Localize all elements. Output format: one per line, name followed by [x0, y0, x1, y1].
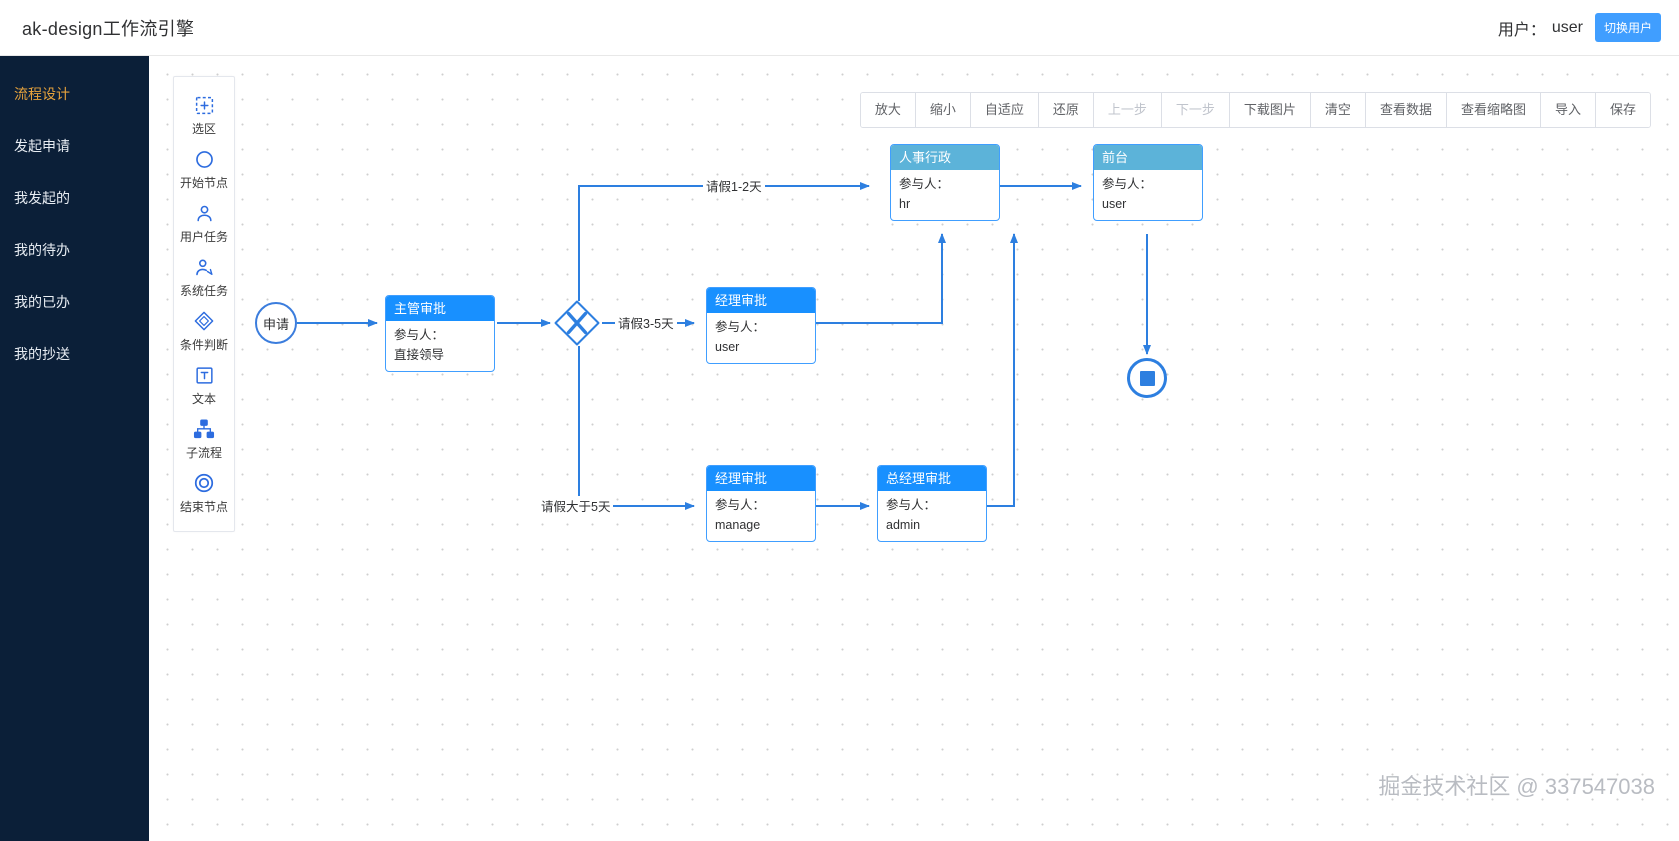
- zoom-out-button[interactable]: 缩小: [914, 93, 970, 127]
- participant-key: 参与人：: [715, 498, 766, 512]
- palette-label: 文本: [191, 392, 216, 406]
- sidebar: 流程设计 发起申请 我发起的 我的待办 我的已办 我的抄送: [0, 56, 149, 841]
- participant-value: admin: [886, 518, 921, 532]
- node-title: 主管审批: [386, 296, 494, 321]
- sidebar-item-process-design[interactable]: 流程设计: [14, 86, 70, 102]
- sidebar-item-start-application[interactable]: 发起申请: [14, 138, 70, 154]
- node-reception[interactable]: 前台 参与人： user: [1093, 144, 1203, 221]
- participant-key: 参与人：: [1102, 177, 1153, 191]
- end-node-square: [1139, 370, 1155, 386]
- end-node[interactable]: [1127, 358, 1167, 398]
- canvas-toolbar: 放大 缩小 自适应 还原 上一步 下一步 下载图片 清空 查看数据 查看缩略图 …: [859, 92, 1651, 128]
- participant-value: hr: [899, 197, 911, 211]
- watermark: 掘金技术社区 @ 337547038: [1378, 774, 1655, 799]
- node-manager-approval-user[interactable]: 经理审批 参与人： user: [706, 287, 816, 364]
- palette-item-selection[interactable]: 选区: [174, 87, 234, 141]
- palette-item-user-task[interactable]: 用户任务: [174, 195, 234, 249]
- participant-key: 参与人：: [394, 328, 445, 342]
- selection-icon: [192, 93, 216, 117]
- palette-label: 结束节点: [179, 500, 228, 514]
- import-button[interactable]: 导入: [1539, 93, 1595, 127]
- user-name: user: [1551, 18, 1583, 36]
- node-body: 参与人： hr: [891, 170, 999, 220]
- save-button[interactable]: 保存: [1594, 93, 1650, 127]
- clear-button[interactable]: 清空: [1309, 93, 1365, 127]
- view-data-button[interactable]: 查看数据: [1364, 93, 1446, 127]
- palette-item-system-task[interactable]: 系统任务: [174, 249, 234, 303]
- zoom-in-button[interactable]: 放大: [860, 93, 915, 127]
- node-gm-approval[interactable]: 总经理审批 参与人： admin: [877, 465, 987, 542]
- subprocess-icon: [192, 417, 216, 441]
- node-manager-approval-manage[interactable]: 经理审批 参与人： manage: [706, 465, 816, 542]
- node-title: 前台: [1094, 145, 1202, 170]
- palette-label: 用户任务: [179, 230, 228, 244]
- node-body: 参与人： user: [707, 313, 815, 363]
- node-title: 总经理审批: [878, 466, 986, 491]
- switch-user-button[interactable]: 切换用户: [1594, 13, 1661, 42]
- node-title: 经理审批: [707, 466, 815, 491]
- node-palette: 选区 开始节点 用户任务: [173, 76, 235, 532]
- node-hr-admin[interactable]: 人事行政 参与人： hr: [890, 144, 1000, 221]
- node-title: 人事行政: [891, 145, 999, 170]
- palette-item-gateway[interactable]: 条件判断: [174, 303, 234, 357]
- participant-value: user: [715, 340, 740, 354]
- exclusive-gateway[interactable]: [554, 300, 600, 346]
- palette-item-end-node[interactable]: 结束节点: [174, 465, 234, 519]
- download-image-button[interactable]: 下载图片: [1228, 93, 1310, 127]
- user-task-icon: [192, 201, 216, 225]
- undo-button[interactable]: 上一步: [1092, 93, 1161, 127]
- edge-gateway-to-hr: [578, 182, 870, 301]
- node-body: 参与人： 直接领导: [386, 321, 494, 371]
- node-body: 参与人： manage: [707, 491, 815, 541]
- user-box: 用户： user 切换用户: [1498, 13, 1661, 42]
- edge-gm-to-hr: [987, 233, 1018, 507]
- sidebar-item-my-todo[interactable]: 我的待办: [14, 242, 70, 258]
- user-label: 用户：: [1497, 21, 1546, 39]
- palette-item-subprocess[interactable]: 子流程: [174, 411, 234, 465]
- app-header: ak-design工作流引擎 用户： user 切换用户: [0, 0, 1679, 56]
- edge-manager1-to-hr: [816, 233, 946, 324]
- participant-value: manage: [715, 518, 761, 532]
- edge-label-leave-3-5-days[interactable]: 请假3-5天: [615, 313, 677, 332]
- view-thumbnail-button[interactable]: 查看缩略图: [1445, 93, 1540, 127]
- palette-item-start-node[interactable]: 开始节点: [174, 141, 234, 195]
- palette-label: 子流程: [185, 446, 222, 460]
- app-title: ak-design工作流引擎: [22, 18, 195, 39]
- palette-item-text[interactable]: 文本: [174, 357, 234, 411]
- participant-key: 参与人：: [886, 498, 937, 512]
- text-icon: [192, 363, 216, 387]
- palette-label: 选区: [191, 122, 216, 136]
- fit-view-button[interactable]: 自适应: [969, 93, 1038, 127]
- flow-canvas[interactable]: 选区 开始节点 用户任务: [149, 56, 1679, 841]
- start-node[interactable]: 申请: [255, 302, 297, 344]
- edge-gateway-to-manager2: [578, 346, 695, 510]
- palette-label: 条件判断: [179, 338, 228, 352]
- participant-key: 参与人：: [715, 320, 766, 334]
- sidebar-item-my-initiated[interactable]: 我发起的: [14, 190, 70, 206]
- edge-label-leave-over-5-days[interactable]: 请假大于5天: [538, 496, 614, 515]
- edge-label-leave-1-2-days[interactable]: 请假1-2天: [703, 176, 765, 195]
- node-body: 参与人： user: [1094, 170, 1202, 220]
- gateway-icon: [192, 309, 216, 333]
- sidebar-item-my-cc[interactable]: 我的抄送: [14, 346, 70, 362]
- system-task-icon: [192, 255, 216, 279]
- circle-end-icon: [192, 471, 216, 495]
- participant-value: 直接领导: [394, 348, 445, 362]
- redo-button[interactable]: 下一步: [1160, 93, 1229, 127]
- circle-start-icon: [192, 147, 216, 171]
- participant-value: user: [1102, 197, 1127, 211]
- sidebar-item-my-done[interactable]: 我的已办: [14, 294, 70, 310]
- palette-label: 开始节点: [179, 176, 228, 190]
- node-body: 参与人： admin: [878, 491, 986, 541]
- participant-key: 参与人：: [899, 177, 950, 191]
- node-title: 经理审批: [707, 288, 815, 313]
- reset-button[interactable]: 还原: [1037, 93, 1093, 127]
- palette-label: 系统任务: [179, 284, 228, 298]
- node-leader-approval[interactable]: 主管审批 参与人： 直接领导: [385, 295, 495, 372]
